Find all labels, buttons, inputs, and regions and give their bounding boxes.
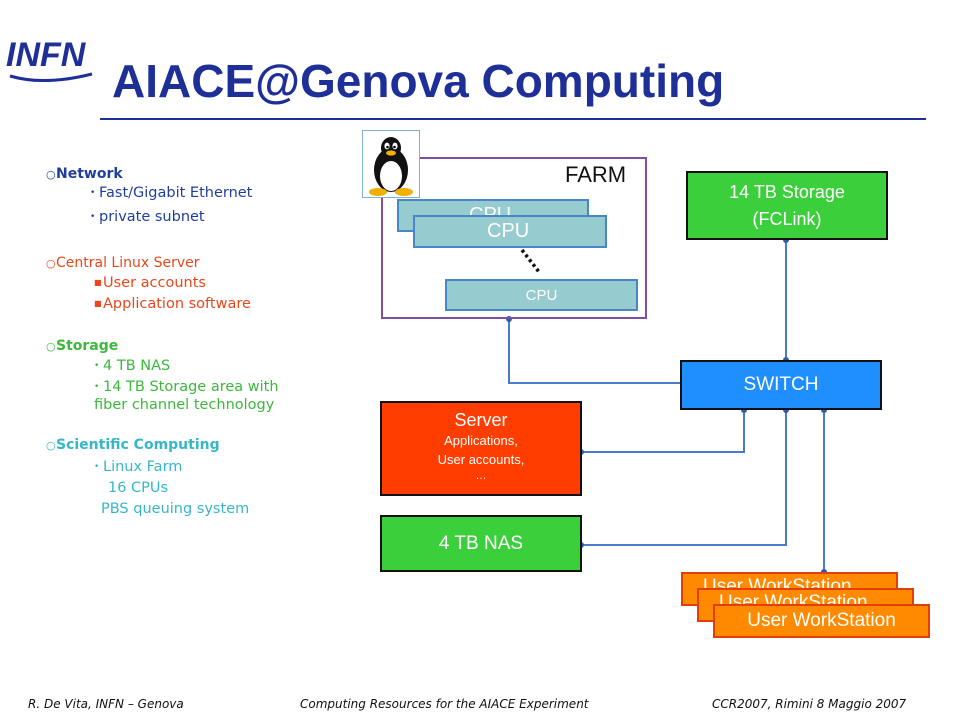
bullet-scientific-item: •Linux Farm bbox=[94, 459, 183, 475]
bullet-server-item: ■User accounts bbox=[94, 275, 206, 291]
footer-event: CCR2007, Rimini 8 Maggio 2007 bbox=[712, 697, 907, 711]
bullet-network: ○Network bbox=[46, 166, 123, 182]
server-switch-link bbox=[581, 410, 745, 453]
footer-presentation-title: Computing Resources for the AIACE Experi… bbox=[300, 697, 589, 711]
storage-14tb-box: 14 TB Storage (FCLink) bbox=[686, 171, 888, 240]
nas-4tb-box: 4 TB NAS bbox=[380, 515, 582, 572]
bullet-scientific-item: PBS queuing system bbox=[101, 501, 250, 517]
bullet-storage-item: •4 TB NAS bbox=[94, 358, 171, 374]
bullet-central-linux-server: ○Central Linux Server bbox=[46, 255, 200, 271]
cpu-box-last: CPU bbox=[445, 279, 638, 311]
user-workstation-box: User WorkStation bbox=[713, 604, 930, 638]
page-title: AIACE@Genova Computing bbox=[112, 55, 725, 107]
bullet-storage-item: fiber channel technology bbox=[94, 397, 275, 413]
bullet-network-item: •private subnet bbox=[90, 209, 205, 225]
bullet-storage: ○Storage bbox=[46, 338, 119, 354]
farm-label: FARM bbox=[565, 162, 627, 187]
footer-author: R. De Vita, INFN – Genova bbox=[28, 697, 184, 711]
title-divider bbox=[100, 118, 926, 120]
farm-switch-link bbox=[508, 319, 680, 384]
infn-logo: INFN bbox=[6, 36, 93, 82]
bullet-scientific-computing: ○Scientific Computing bbox=[46, 437, 220, 453]
bullet-network-item: •Fast/Gigabit Ethernet bbox=[90, 185, 253, 201]
bullet-storage-item: •14 TB Storage area with bbox=[94, 379, 279, 395]
linux-penguin-icon bbox=[362, 130, 420, 198]
bullet-scientific-item: 16 CPUs bbox=[108, 480, 169, 496]
cpu-box-front: CPU bbox=[413, 215, 607, 248]
switch-box: SWITCH bbox=[680, 360, 882, 410]
server-box: Server Applications, User accounts, … bbox=[380, 401, 582, 496]
infn-logo-text: INFN bbox=[6, 36, 87, 74]
nas-switch-link bbox=[581, 410, 787, 546]
farm-container bbox=[381, 157, 647, 319]
bullet-server-item: ■Application software bbox=[94, 296, 251, 312]
cpu-ellipsis bbox=[520, 248, 541, 274]
